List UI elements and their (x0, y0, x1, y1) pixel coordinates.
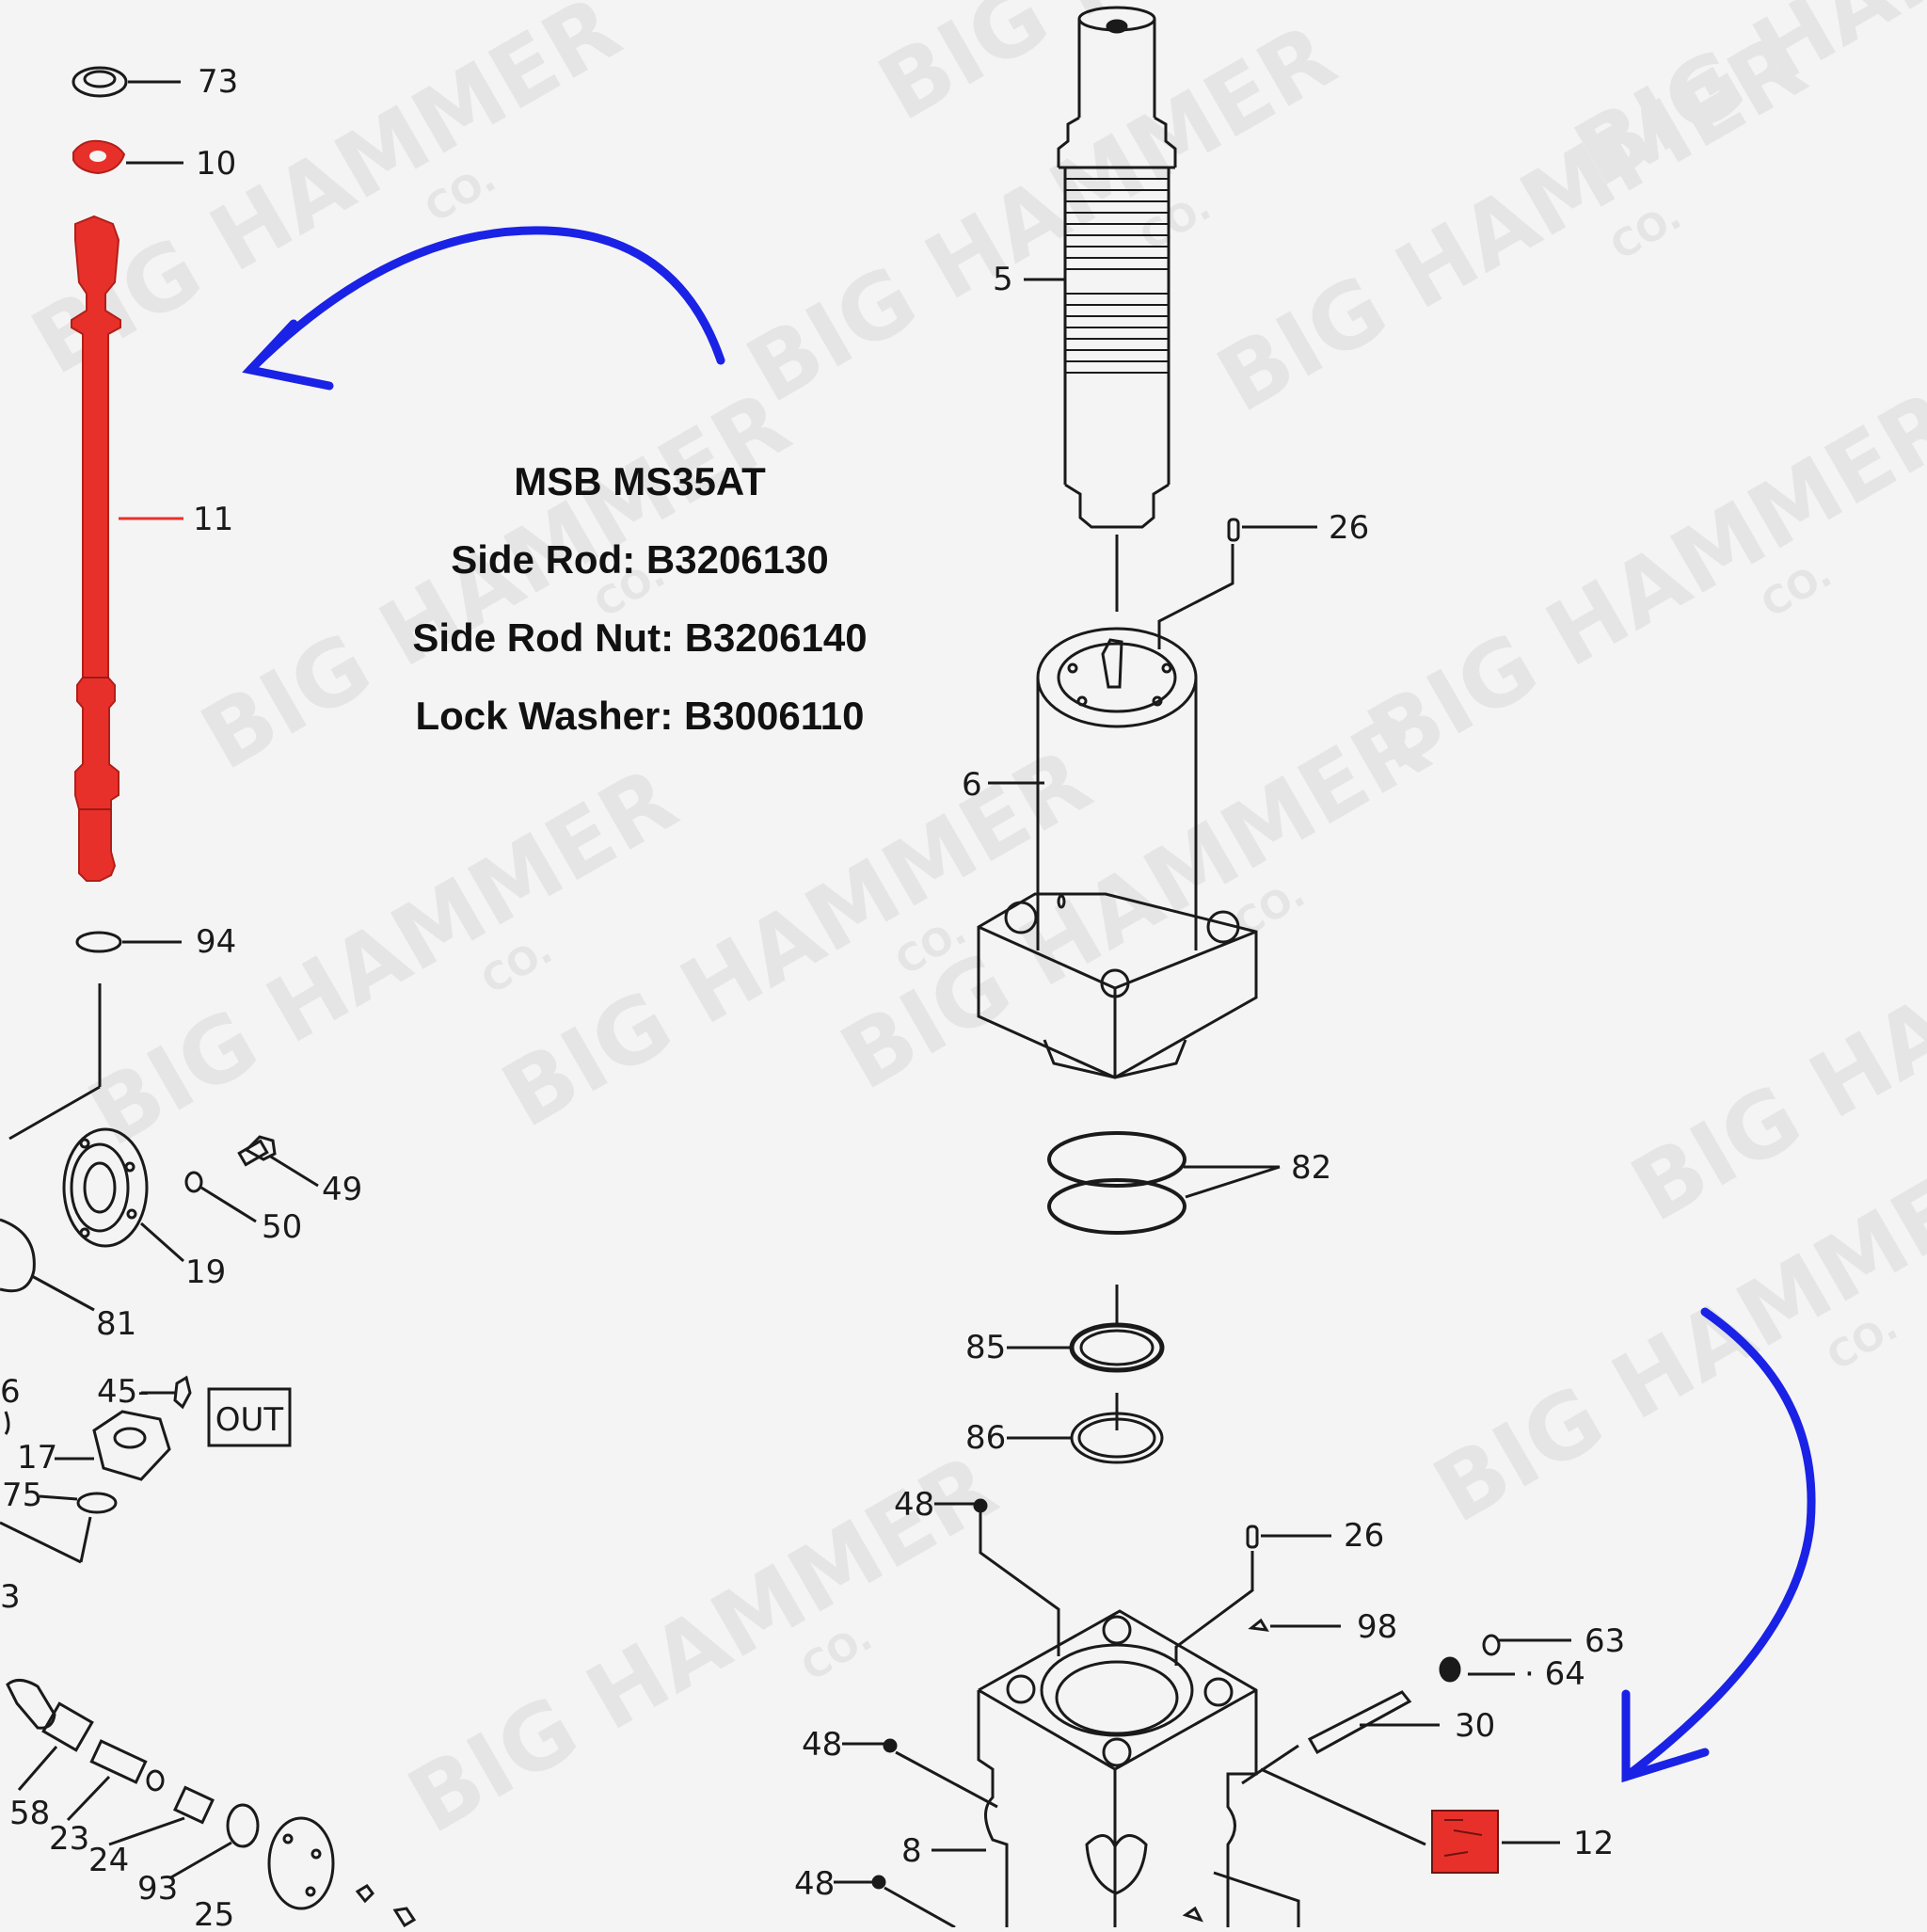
label-6-edge: 6 (0, 1373, 21, 1411)
part-24-spring (109, 1771, 213, 1844)
label-73: 73 (198, 63, 238, 101)
part-82-rings (1049, 1133, 1280, 1233)
label-58: 58 (9, 1795, 50, 1832)
part-93-o-ring (169, 1805, 258, 1878)
part-86-seal (1007, 1393, 1162, 1462)
part-63-o-ring (1484, 1636, 1571, 1654)
label-85: 85 (965, 1329, 1006, 1366)
label-3-edge: 3 (0, 1578, 21, 1616)
label-45: 45- (97, 1373, 150, 1411)
label-17: 17 (17, 1439, 57, 1477)
part-26-pin-top (1159, 519, 1317, 649)
part-58-valve (8, 1680, 92, 1790)
caption-side-rod: Side Rod: B3206130 (282, 520, 997, 599)
part-49-bolt (239, 1137, 318, 1186)
out-label: OUT (215, 1401, 284, 1439)
arrow-to-side-rod (250, 231, 721, 386)
part-23-spring (68, 1741, 146, 1820)
caption-side-rod-nut: Side Rod Nut: B3206140 (282, 599, 997, 677)
part-48-plug-bottom (834, 1876, 955, 1927)
part-50-nut (186, 1173, 256, 1221)
label-26-top: 26 (1329, 509, 1369, 547)
label-82: 82 (1291, 1149, 1331, 1187)
part-48-plug-mid (842, 1740, 997, 1807)
label-25: 25 (194, 1896, 234, 1927)
label-64: · 64 (1524, 1655, 1585, 1693)
label-26-bottom: 26 (1344, 1517, 1384, 1555)
label-48-bottom: 48 (794, 1865, 835, 1903)
part-30-pin (1242, 1692, 1440, 1783)
label-23: 23 (49, 1820, 89, 1858)
label-5: 5 (993, 261, 1013, 298)
label-24: 24 (88, 1842, 129, 1879)
part-26-pin-bottom (1176, 1526, 1331, 1666)
part-73-washer (73, 68, 181, 96)
label-48-top: 48 (894, 1486, 934, 1524)
label-6: 6 (962, 766, 982, 804)
caption-model: MSB MS35AT (282, 442, 997, 520)
label-75: 75 (2, 1477, 42, 1514)
watermark-text: BIG HAMMER (1352, 372, 1927, 790)
label-93: 93 (137, 1870, 178, 1908)
watermark-text: BIG HAMMER (1559, 0, 1927, 207)
part-25-cap (269, 1818, 414, 1925)
caption-lock-washer: Lock Washer: B3006110 (282, 677, 997, 755)
label-11: 11 (193, 501, 233, 538)
watermark-text: BIG HAMMER (1616, 823, 1927, 1242)
part-64-plug (1441, 1658, 1515, 1681)
part-10-lock-washer (73, 141, 183, 173)
label-12: 12 (1573, 1825, 1614, 1862)
out-box: OUT (209, 1389, 290, 1445)
label-49: 49 (322, 1171, 362, 1208)
part-12-block (1261, 1769, 1560, 1873)
part-number-caption: MSB MS35AT Side Rod: B3206130 Side Rod N… (282, 442, 997, 755)
label-19: 19 (185, 1253, 226, 1291)
label-30: 30 (1455, 1707, 1495, 1745)
label-10: 10 (196, 145, 236, 183)
label-48-mid: 48 (802, 1726, 842, 1764)
label-98: 98 (1357, 1608, 1397, 1646)
label-8: 8 (901, 1832, 922, 1870)
label-81: 81 (96, 1305, 136, 1343)
part-17-port (55, 1412, 169, 1479)
part-8-cylinder-block (932, 1611, 1298, 1927)
label-86: 86 (965, 1419, 1006, 1457)
part-85-seal (1007, 1285, 1162, 1370)
part-98-plug (1251, 1621, 1341, 1630)
label-63: 63 (1585, 1622, 1625, 1660)
label-94: 94 (196, 923, 236, 961)
label-50: 50 (262, 1208, 302, 1246)
